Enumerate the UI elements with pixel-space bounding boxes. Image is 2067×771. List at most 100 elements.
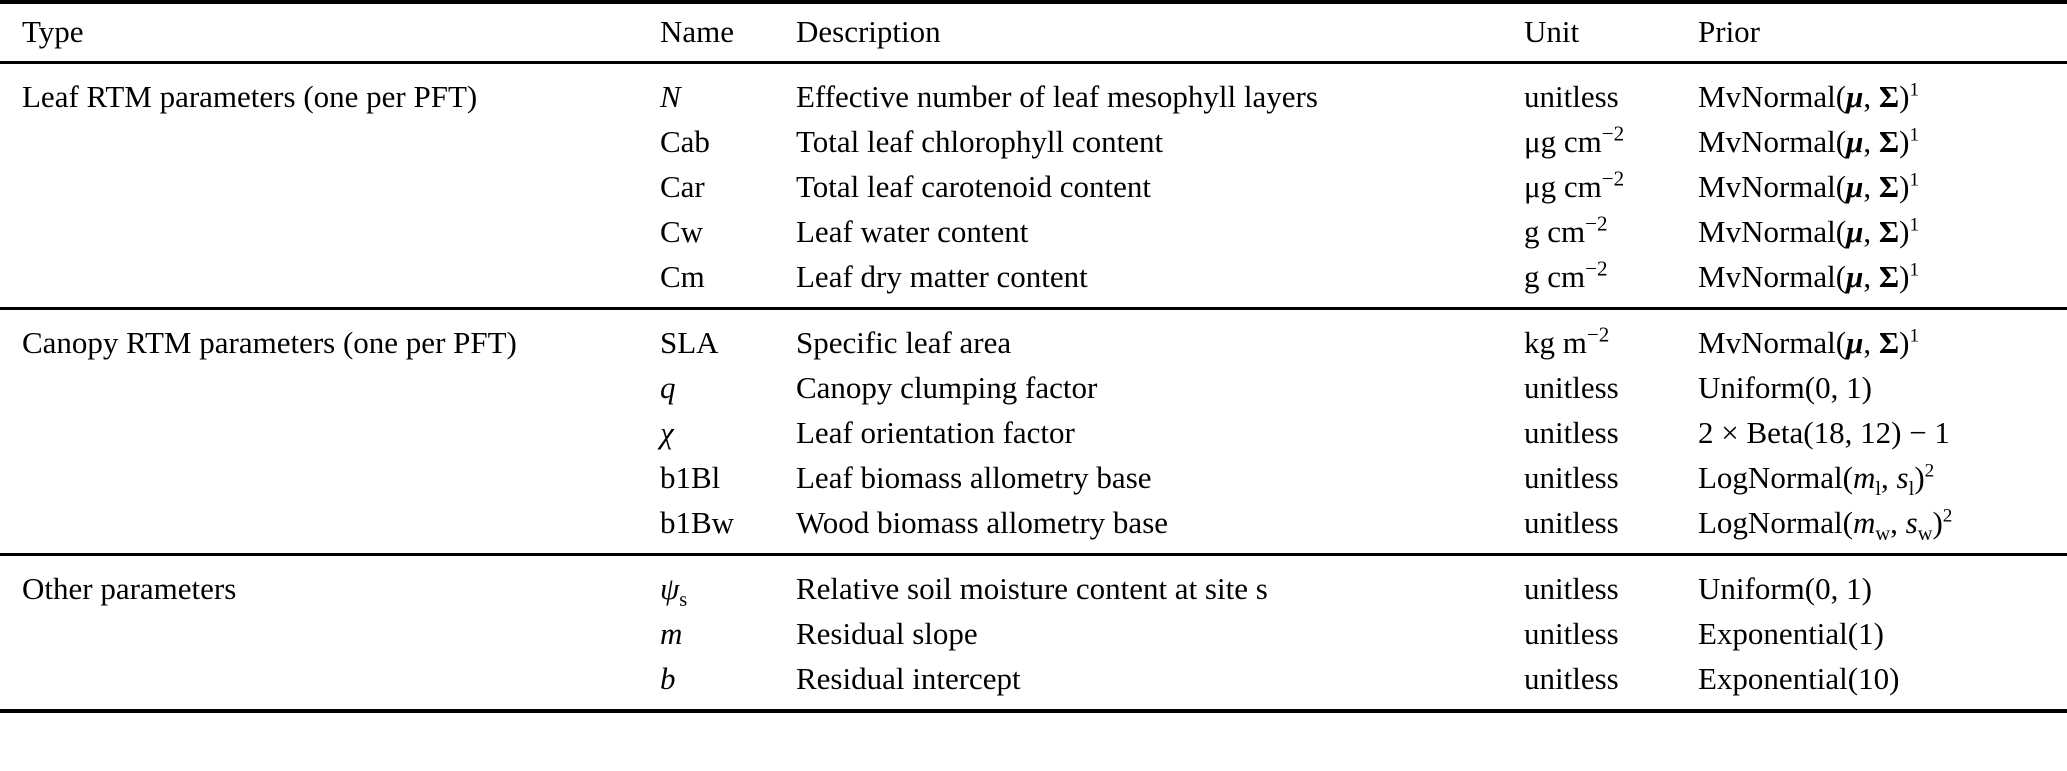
parameter-unit: unitless — [1524, 616, 1619, 651]
cell-description: Residual slope — [796, 611, 1524, 656]
column-header-description-label: Description — [796, 14, 941, 49]
cell-prior: Exponential(10) — [1698, 656, 2067, 701]
parameter-name: b — [660, 661, 676, 696]
column-header-name-label: Name — [660, 14, 735, 49]
cell-prior: MvNormal(μ, Σ)1 — [1698, 164, 2067, 209]
parameter-name: Car — [660, 169, 705, 204]
parameter-unit: g cm−2 — [1524, 256, 1608, 294]
cell-type-empty — [0, 365, 660, 410]
parameter-name: ψs — [660, 571, 688, 612]
parameter-prior: MvNormal(μ, Σ)1 — [1698, 325, 1920, 360]
cell-unit: unitless — [1524, 455, 1698, 500]
cell-type-empty — [0, 209, 660, 254]
section-end-gap-1 — [0, 545, 2067, 555]
cell-unit: unitless — [1524, 566, 1698, 611]
parameter-description: Wood biomass allometry base — [796, 505, 1169, 540]
parameter-name: N — [660, 79, 681, 114]
cell-description: Total leaf carotenoid content — [796, 164, 1524, 209]
column-header-prior-label: Prior — [1698, 14, 1760, 49]
cell-prior: MvNormal(μ, Σ)1 — [1698, 254, 2067, 299]
section-rule-1 — [0, 307, 2067, 311]
parameter-unit: unitless — [1524, 79, 1619, 114]
cell-type — [0, 254, 660, 299]
cell-name: SLA — [660, 320, 796, 365]
parameter-prior: MvNormal(μ, Σ)1 — [1698, 169, 1920, 204]
cell-type — [0, 455, 660, 500]
cell-description: Effective number of leaf mesophyll layer… — [796, 74, 1524, 119]
parameter-description: Residual slope — [796, 616, 978, 651]
column-header-unit: Unit — [1524, 4, 1698, 63]
cell-unit: unitless — [1524, 365, 1698, 410]
cell-description: Leaf orientation factor — [796, 410, 1524, 455]
cell-prior: Uniform(0, 1) — [1698, 566, 2067, 611]
cell-prior: 2 × Beta(18, 12) − 1 — [1698, 410, 2067, 455]
section-gap-1 — [0, 310, 2067, 320]
cell-name: Cm — [660, 254, 796, 299]
cell-type-empty — [0, 119, 660, 164]
table-row: Canopy RTM parameters (one per PFT) SLA Sp… — [0, 320, 2067, 365]
cell-type: Leaf RTM parameters (one per PFT) — [0, 74, 660, 119]
parameter-prior: Uniform(0, 1) — [1698, 370, 1872, 405]
cell-name: m — [660, 611, 796, 656]
cell-name: q — [660, 365, 796, 410]
parameter-prior: 2 × Beta(18, 12) − 1 — [1698, 415, 1950, 450]
parameter-name: SLA — [660, 325, 719, 360]
section-end-gap-0 — [0, 299, 2067, 309]
cell-description: Canopy clumping factor — [796, 365, 1524, 410]
cell-name: χ — [660, 410, 796, 455]
parameter-unit: unitless — [1524, 571, 1619, 606]
parameter-name: χ — [660, 415, 674, 450]
parameter-description: Total leaf chlorophyll content — [796, 124, 1164, 159]
rule-line — [0, 553, 2067, 557]
parameter-description: Total leaf carotenoid content — [796, 169, 1152, 204]
cell-description: Residual intercept — [796, 656, 1524, 701]
parameter-prior: LogNormal(ml, sl)2 — [1698, 460, 1935, 501]
cell-name: Cab — [660, 119, 796, 164]
parameter-prior: Exponential(10) — [1698, 661, 1900, 696]
parameter-prior: MvNormal(μ, Σ)1 — [1698, 79, 1920, 114]
cell-type-empty — [0, 500, 660, 545]
cell-description: Leaf biomass allometry base — [796, 455, 1524, 500]
table-row: Leaf RTM parameters (one per PFT) N Effect… — [0, 74, 2067, 119]
table-bottom-rule — [0, 709, 2067, 715]
cell-description: Specific leaf area — [796, 320, 1524, 365]
parameter-description: Leaf biomass allometry base — [796, 460, 1152, 495]
cell-unit: g cm−2 — [1524, 209, 1698, 254]
cell-name: b1Bl — [660, 455, 796, 500]
parameter-name: Cw — [660, 214, 704, 249]
rule-line — [0, 61, 2067, 65]
section-type-label: Other parameters — [22, 571, 237, 606]
column-header-prior: Prior — [1698, 4, 2067, 63]
cell-type-empty — [0, 254, 660, 299]
section-rule-2 — [0, 553, 2067, 557]
section-type-label: Leaf RTM parameters (one per PFT) — [22, 79, 478, 114]
cell-type-empty — [0, 656, 660, 701]
parameter-prior: Uniform(0, 1) — [1698, 571, 1872, 606]
section-gap-0 — [0, 64, 2067, 74]
section-type-label: Canopy RTM parameters (one per PFT) — [22, 325, 517, 360]
cell-name: ψs — [660, 566, 796, 611]
cell-unit: unitless — [1524, 74, 1698, 119]
cell-unit: unitless — [1524, 611, 1698, 656]
cell-type — [0, 209, 660, 254]
parameter-name: Cm — [660, 259, 705, 294]
parameter-unit: unitless — [1524, 415, 1619, 450]
cell-prior: MvNormal(μ, Σ)1 — [1698, 119, 2067, 164]
cell-type-empty — [0, 611, 660, 656]
cell-name: b — [660, 656, 796, 701]
parameter-description: Canopy clumping factor — [796, 370, 1098, 405]
cell-unit: g cm−2 — [1524, 254, 1698, 299]
cell-type — [0, 611, 660, 656]
cell-name: Cw — [660, 209, 796, 254]
cell-unit: unitless — [1524, 410, 1698, 455]
cell-prior: Uniform(0, 1) — [1698, 365, 2067, 410]
section-rule-0 — [0, 61, 2067, 65]
cell-type-empty — [0, 455, 660, 500]
